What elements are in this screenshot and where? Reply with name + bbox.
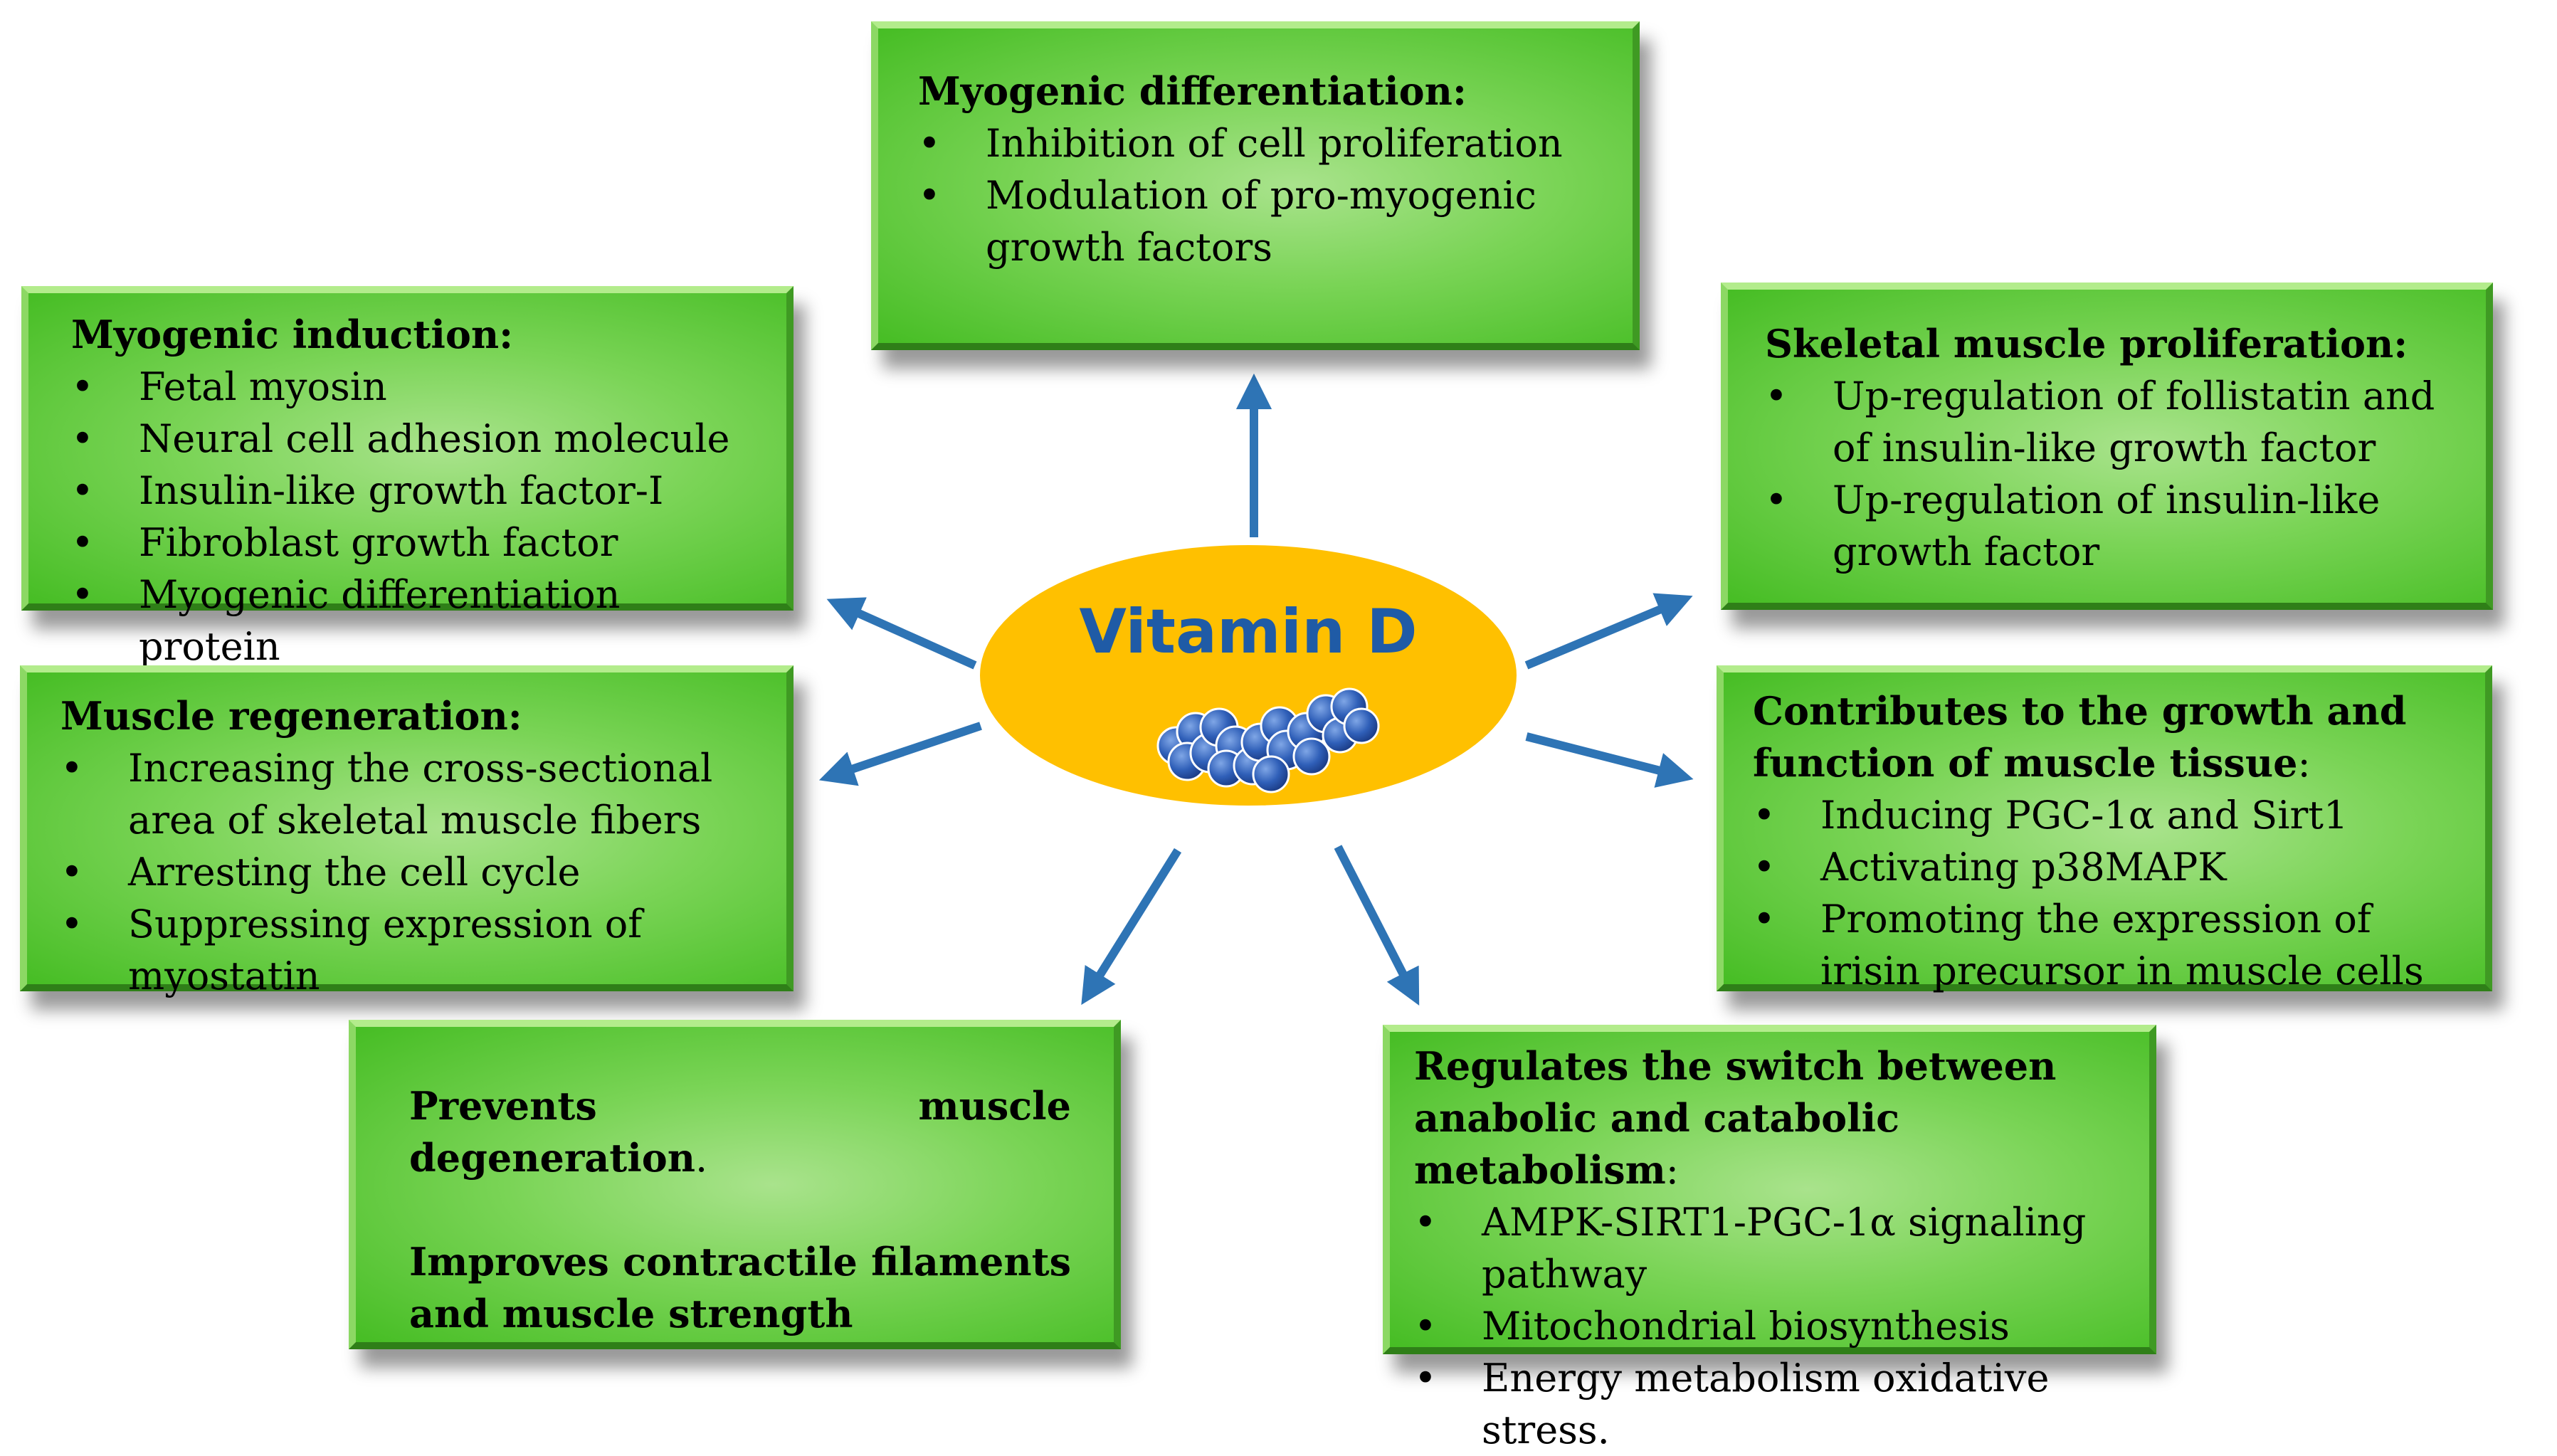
list-item: Myogenic differentiation protein <box>71 569 772 672</box>
box-title: Myogenic differentiation: <box>918 68 1467 114</box>
list-item: Promoting the expression of irisin precu… <box>1753 893 2471 997</box>
list-item: Fetal myosin <box>71 361 772 413</box>
box-title: Skeletal muscle proliferation: <box>1765 321 2408 366</box>
box-title: Myogenic induction: <box>71 312 514 357</box>
prevents-suffix: . <box>695 1136 708 1181</box>
list-item: Neural cell adhesion molecule <box>71 413 772 465</box>
list-item: Activating p38MAPK <box>1753 841 2471 893</box>
list-item: Modulation of pro-myogenic growth factor… <box>918 169 1618 273</box>
list-item: Inducing PGC-1α and Sirt1 <box>1753 789 2471 841</box>
list-item: Up-regulation of follistatin and of insu… <box>1765 370 2472 474</box>
box-skeletal-muscle-proliferation: Skeletal muscle proliferation: Up-regula… <box>1721 283 2493 610</box>
vitamin-d-title: Vitamin D <box>1079 596 1418 668</box>
list-item: Arresting the cell cycle <box>60 846 772 898</box>
box-muscle-regeneration: Muscle regeneration: Increasing the cros… <box>20 665 794 998</box>
box-title-text: Contributes to the growth and function o… <box>1753 688 2407 786</box>
box-prevents-degeneration: Prevents muscle degeneration. Improves c… <box>349 1020 1121 1349</box>
arrow-to-skeletal-muscle-proliferation <box>1524 593 1693 670</box>
box-title: Muscle regeneration: <box>60 693 522 739</box>
arrow-to-myogenic-induction <box>826 597 977 670</box>
molecule-icon <box>1156 687 1380 793</box>
box-myogenic-induction: Myogenic induction: Fetal myosin Neural … <box>21 286 794 669</box>
list-item: Increasing the cross-sectional area of s… <box>60 742 772 846</box>
list-item: Up-regulation of insulin-like growth fac… <box>1765 474 2472 578</box>
arrow-to-metabolism-switch <box>1334 845 1420 1006</box>
box-myogenic-differentiation: Myogenic differentiation: Inhibition of … <box>871 21 1640 350</box>
list-item: Mitochondrial biosynthesis <box>1414 1300 2135 1352</box>
box-title-text: Regulates the switch between anabolic an… <box>1414 1043 2057 1193</box>
list-item: AMPK-SIRT1-PGC-1α signaling pathway <box>1414 1196 2135 1300</box>
prevents-text: Prevents muscle degeneration. <box>409 1080 1071 1184</box>
box-title: Contributes to the growth and function o… <box>1753 685 2471 789</box>
arrow-to-prevents <box>1081 848 1182 1006</box>
box-title-suffix: : <box>1665 1148 1679 1193</box>
list-item: Insulin-like growth factor-I <box>71 465 772 517</box>
arrow-to-growth-function <box>1525 732 1694 788</box>
list-item: Inhibition of cell proliferation <box>918 117 1618 169</box>
box-title-suffix: : <box>2297 741 2311 786</box>
box-title: Regulates the switch between anabolic an… <box>1414 1040 2135 1196</box>
vitamin-d-ellipse <box>976 541 1521 810</box>
prevents-line: Prevents muscle degeneration <box>409 1083 1071 1181</box>
arrow-to-muscle-regeneration <box>818 722 982 786</box>
box-growth-function: Contributes to the growth and function o… <box>1717 665 2492 993</box>
improves-text: Improves contractile filaments and muscl… <box>409 1239 1071 1336</box>
list-item: Suppressing expression of myostatin <box>60 898 772 1002</box>
list-item: Fibroblast growth factor <box>71 517 772 569</box>
list-item: Energy metabolism oxidative stress. <box>1414 1352 2135 1456</box>
arrows-layer <box>818 373 1694 1006</box>
box-metabolism-switch: Regulates the switch between anabolic an… <box>1383 1025 2156 1452</box>
